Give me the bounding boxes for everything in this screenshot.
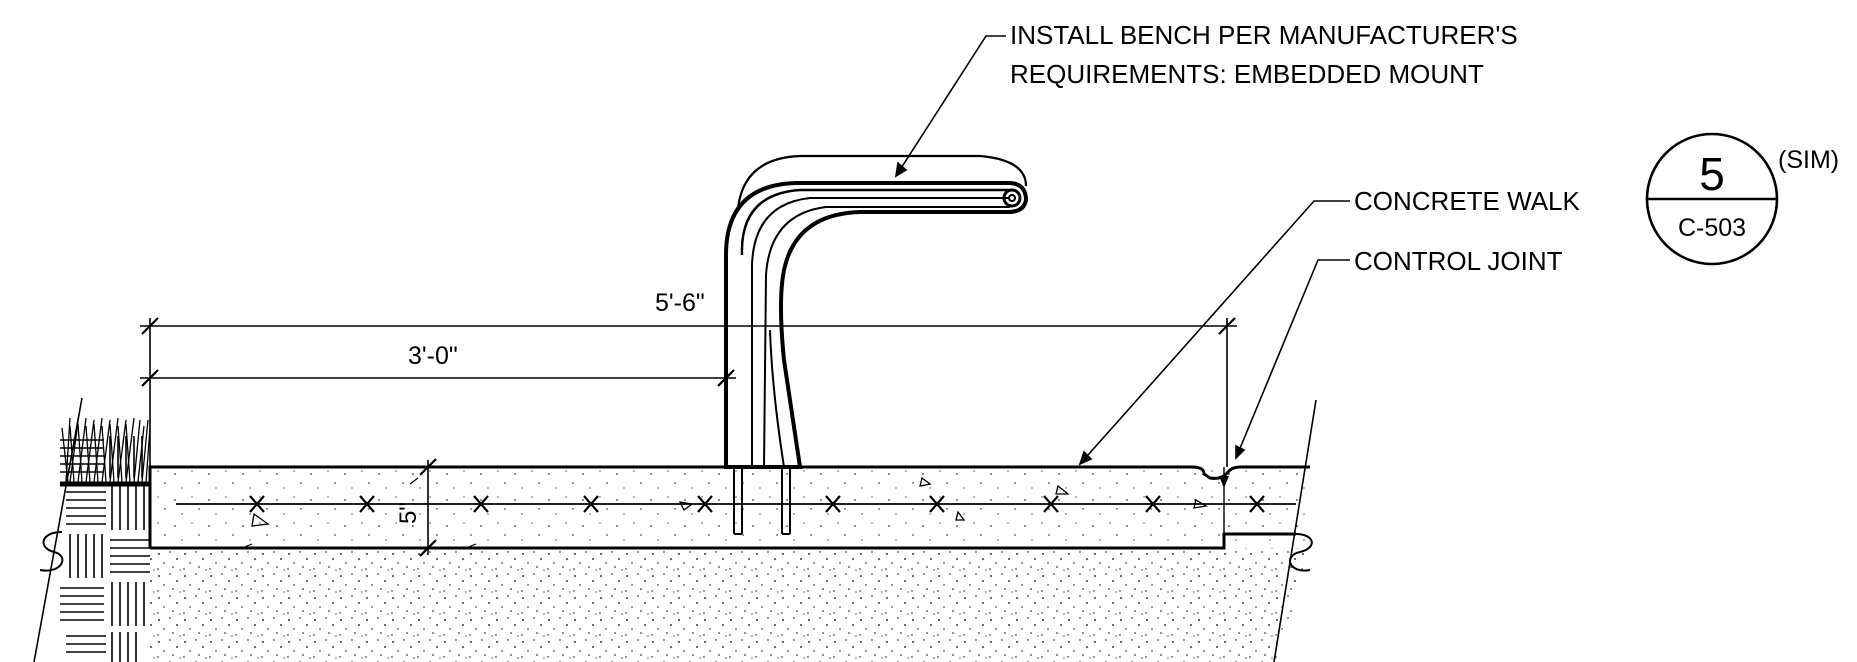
reinforcement-bar bbox=[176, 495, 1296, 513]
bench-body bbox=[724, 181, 1029, 469]
callout-bench-line-2: REQUIREMENTS: EMBEDDED MOUNT bbox=[1010, 59, 1484, 89]
embed-posts bbox=[733, 467, 791, 535]
dimension-slab-thickness: 5" bbox=[395, 502, 422, 524]
dimension-lines bbox=[140, 317, 1237, 557]
detail-sim-note: (SIM) bbox=[1778, 146, 1839, 174]
earth-cut-line bbox=[33, 397, 83, 662]
detail-sheet: C-503 bbox=[1678, 214, 1746, 242]
dimension-overall: 5'-6" bbox=[655, 289, 705, 317]
detail-number: 5 bbox=[1699, 148, 1725, 200]
callout-control-joint: CONTROL JOINT bbox=[1354, 246, 1563, 276]
dimension-bench-offset: 3'-0" bbox=[408, 342, 458, 370]
bench bbox=[724, 154, 1029, 535]
leaders bbox=[894, 35, 1350, 466]
earth-section-left bbox=[33, 397, 151, 662]
grass-tufts bbox=[61, 417, 151, 483]
leader-control-joint bbox=[1235, 259, 1350, 459]
detail-reference-bubble: 5 C-503 (SIM) bbox=[1645, 132, 1839, 266]
leader-bench bbox=[895, 35, 1006, 177]
break-symbol-left bbox=[39, 531, 64, 572]
concrete-walk-slab bbox=[148, 465, 1310, 550]
earth-hatch bbox=[60, 436, 150, 662]
callout-bench-line-1: INSTALL BENCH PER MANUFACTURER'S bbox=[1010, 20, 1518, 50]
leader-concrete-walk bbox=[1079, 200, 1350, 465]
callout-concrete-walk: CONCRETE WALK bbox=[1354, 186, 1580, 216]
